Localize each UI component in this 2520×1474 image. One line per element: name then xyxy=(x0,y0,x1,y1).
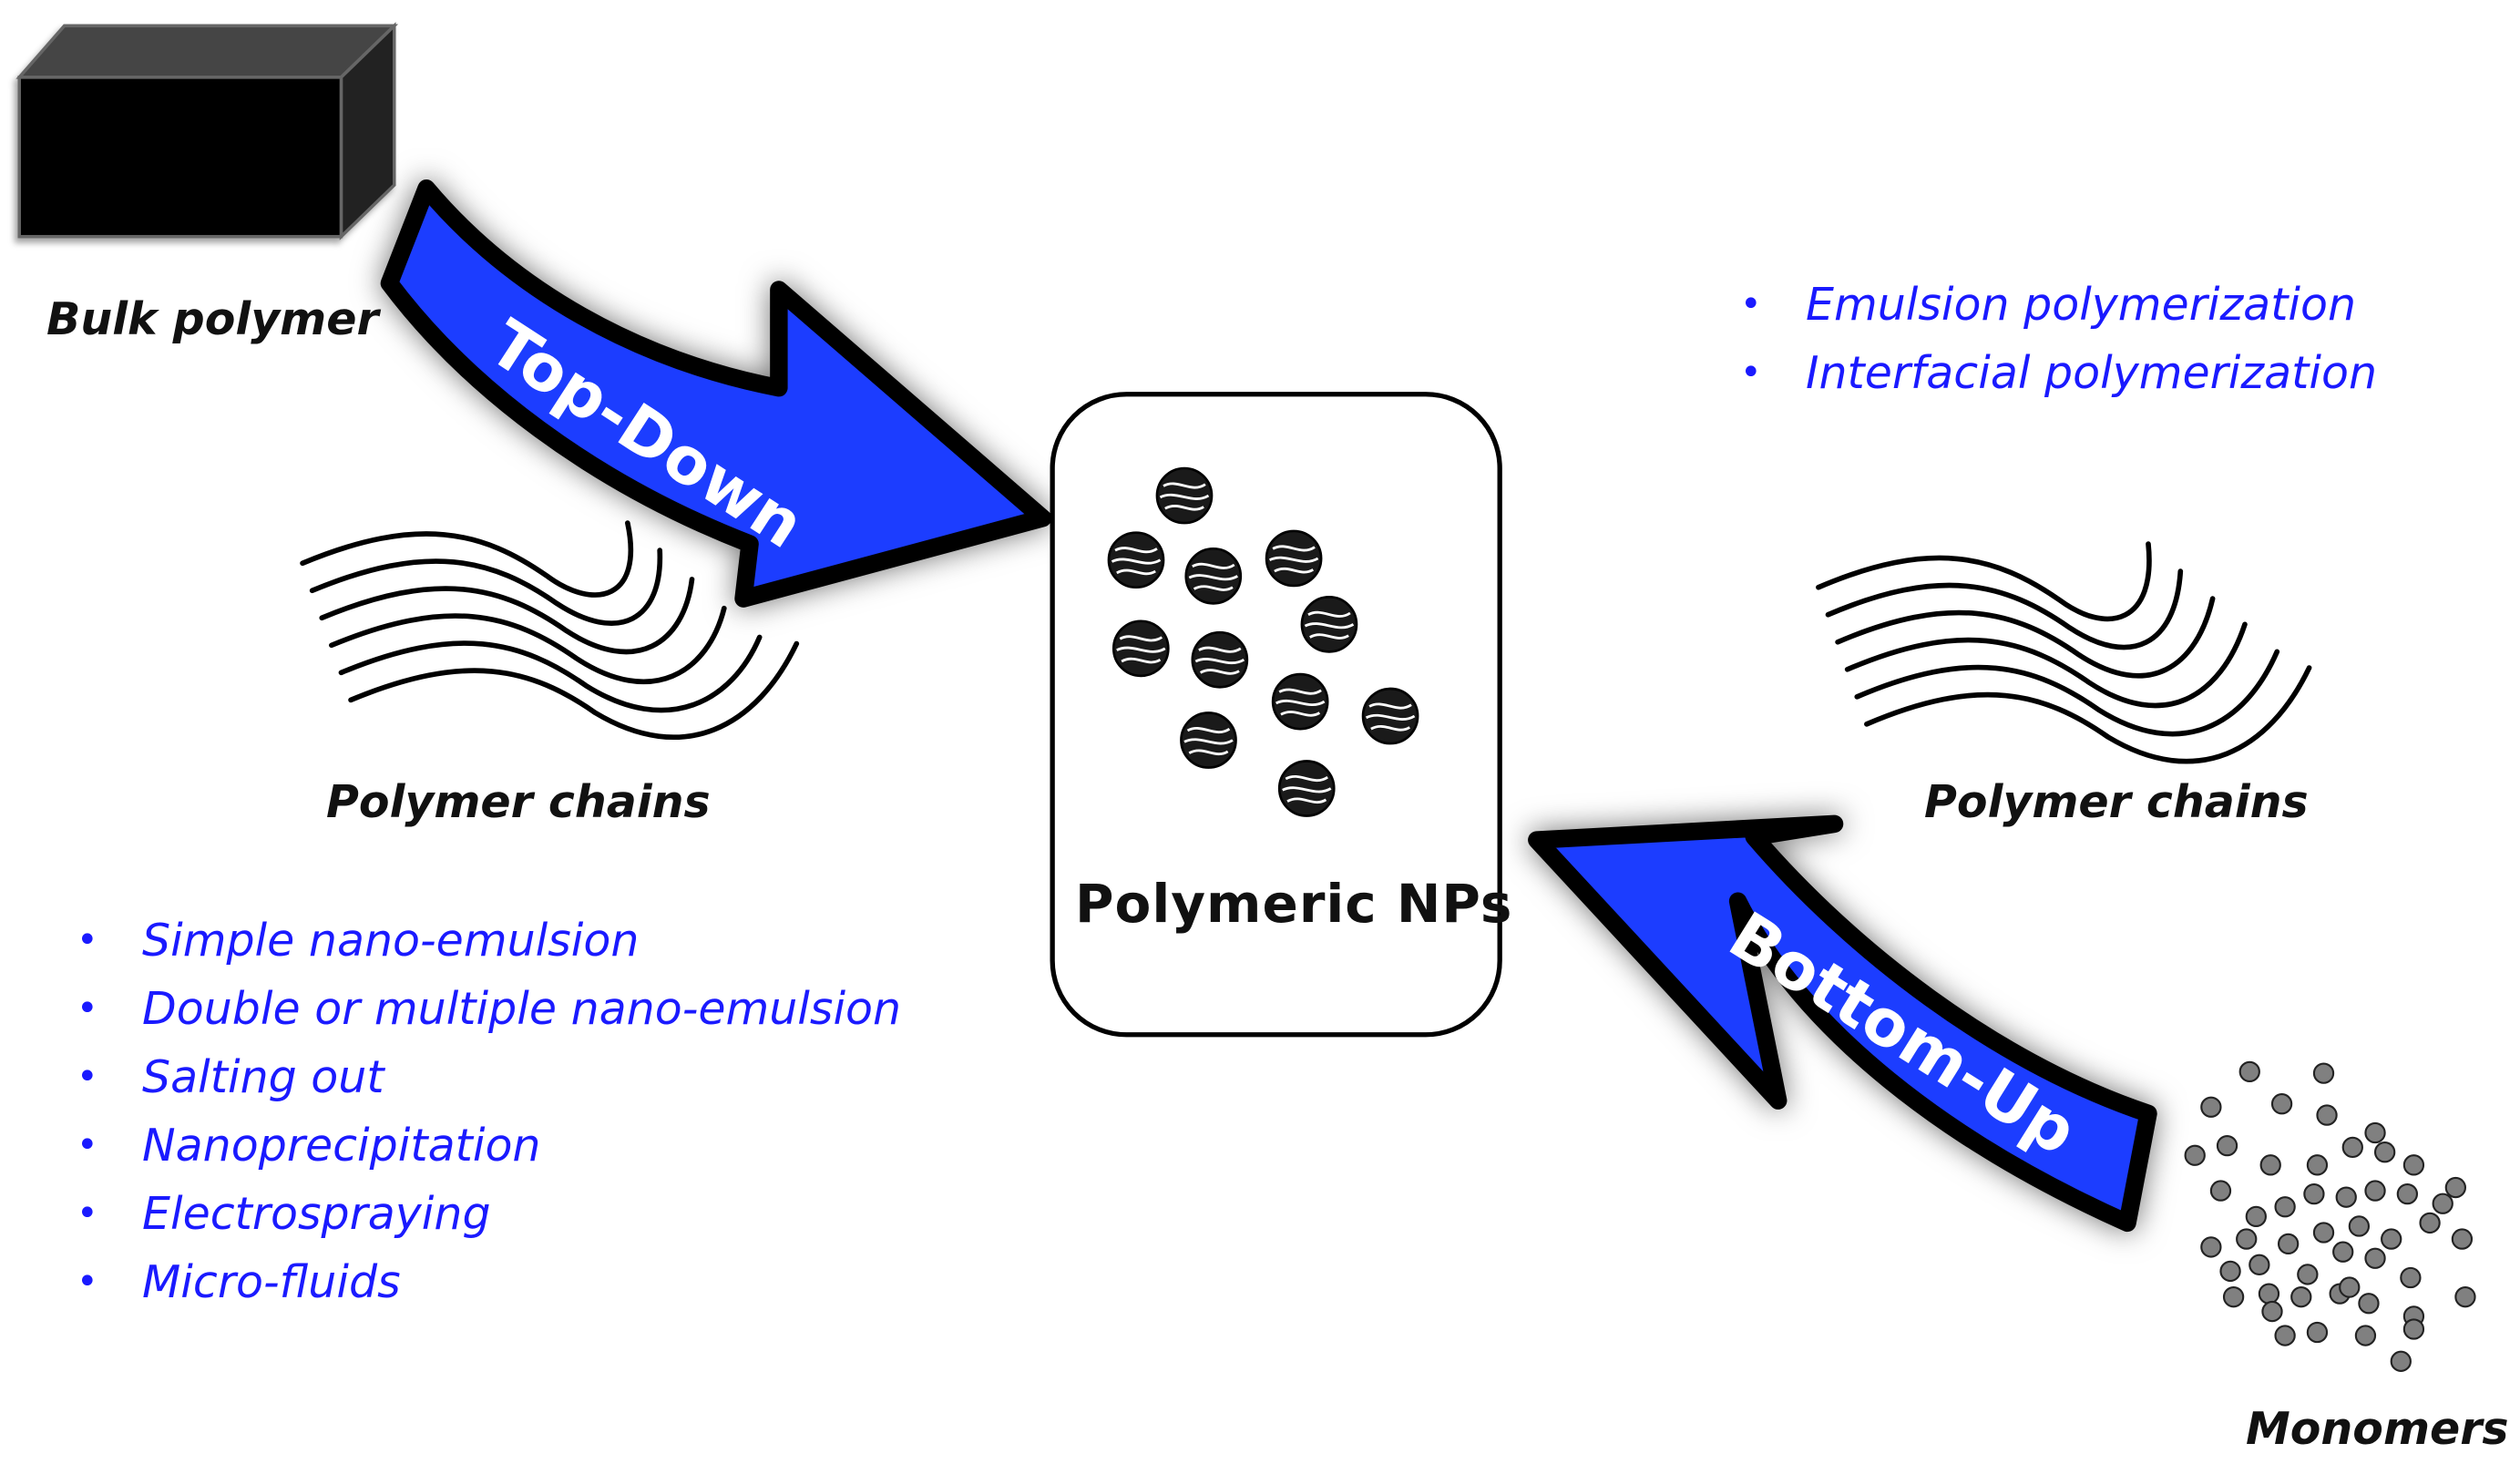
monomer-dot xyxy=(2332,1241,2354,1263)
monomer-dot xyxy=(2419,1212,2441,1234)
monomer-dot xyxy=(2312,1062,2335,1084)
top-down-methods-list: Simple nano-emulsion Double or multiple … xyxy=(77,906,901,1316)
monomer-dot xyxy=(2277,1233,2300,1255)
monomer-dot xyxy=(2316,1104,2338,1126)
nanoparticle-icon xyxy=(1361,687,1419,745)
monomer-dot xyxy=(2381,1228,2402,1250)
monomer-dot xyxy=(2451,1228,2474,1250)
polymer-chains-left-icon xyxy=(300,520,800,740)
monomer-dot xyxy=(2216,1134,2238,1157)
polymer-chains-right-icon xyxy=(1816,541,2312,764)
monomer-dot xyxy=(2238,1060,2260,1083)
nanoparticle-icon xyxy=(1265,529,1323,588)
monomer-dot xyxy=(2249,1254,2270,1275)
monomer-dot xyxy=(2339,1276,2361,1298)
monomer-dot xyxy=(2432,1193,2453,1214)
nanoparticle-cluster xyxy=(1107,466,1419,817)
nanoparticle-icon xyxy=(1191,630,1249,689)
monomer-dot xyxy=(2364,1247,2386,1269)
monomer-dot xyxy=(2261,1300,2283,1323)
nanoparticle-icon xyxy=(1155,466,1214,525)
nanoparticle-icon xyxy=(1184,548,1243,605)
list-item: Emulsion polymerization xyxy=(1740,271,2377,339)
monomer-dot xyxy=(2364,1121,2386,1144)
nanoparticle-icon xyxy=(1111,619,1170,678)
monomer-dot xyxy=(2358,1293,2380,1315)
list-item: Nanoprecipitation xyxy=(77,1111,901,1180)
monomer-dot xyxy=(2274,1325,2296,1346)
monomer-dot xyxy=(2209,1180,2232,1202)
bulk-polymer-label: Bulk polymer xyxy=(46,293,379,345)
nanoparticle-icon xyxy=(1300,596,1358,653)
monomer-dot xyxy=(2444,1176,2467,1199)
monomer-dot xyxy=(2364,1180,2386,1202)
monomer-dot xyxy=(2297,1264,2319,1285)
monomer-dot xyxy=(2348,1215,2371,1237)
list-item: Salting out xyxy=(77,1043,901,1111)
monomer-dot xyxy=(2354,1325,2377,1346)
monomer-dot xyxy=(2219,1260,2241,1283)
list-item: Simple nano-emulsion xyxy=(77,906,901,975)
monomer-dot xyxy=(2454,1286,2476,1308)
monomer-dot xyxy=(2402,1154,2425,1176)
monomer-dot xyxy=(2200,1236,2222,1258)
list-item: Micro-fluids xyxy=(77,1248,901,1316)
monomer-dot xyxy=(2236,1228,2258,1250)
monomer-dot xyxy=(2200,1096,2222,1118)
monomer-dot xyxy=(2390,1350,2412,1372)
monomer-dot xyxy=(2274,1196,2296,1218)
polymer-chains-right-label: Polymer chains xyxy=(1924,776,2309,828)
monomer-dot xyxy=(2341,1136,2363,1159)
monomer-dot xyxy=(2303,1182,2325,1205)
nanoparticle-icon xyxy=(1277,760,1336,817)
monomer-dot xyxy=(2270,1093,2293,1115)
polymer-chains-left-label: Polymer chains xyxy=(326,776,711,828)
monomers-label: Monomers xyxy=(2246,1403,2509,1455)
monomer-dot xyxy=(2306,1321,2329,1344)
monomer-dot xyxy=(2402,1318,2425,1340)
polymeric-nps-label: Polymeric NPs xyxy=(1075,873,1513,935)
monomer-dot xyxy=(2312,1222,2335,1244)
nanoparticle-icon xyxy=(1107,531,1165,589)
monomer-dot xyxy=(2259,1154,2281,1176)
monomer-dot xyxy=(2222,1286,2245,1308)
bottom-up-arrow xyxy=(1528,814,2157,1233)
monomer-dot xyxy=(2258,1283,2280,1305)
bulk-polymer-block xyxy=(15,22,399,241)
list-item: Double or multiple nano-emulsion xyxy=(77,975,901,1043)
monomer-dot xyxy=(2400,1266,2422,1289)
monomer-dot xyxy=(2373,1141,2396,1163)
top-down-arrow xyxy=(380,179,1052,608)
monomer-dot xyxy=(2245,1205,2267,1228)
monomer-dot xyxy=(2184,1144,2206,1166)
monomer-cluster xyxy=(2184,1060,2476,1372)
list-item: Electrospraying xyxy=(77,1180,901,1248)
nanoparticle-icon xyxy=(1180,711,1237,769)
monomer-dot xyxy=(2306,1154,2329,1176)
monomer-dot xyxy=(2290,1286,2312,1308)
monomer-dot xyxy=(2335,1186,2357,1208)
monomer-dot xyxy=(2396,1182,2419,1205)
bottom-up-methods-list: Emulsion polymerization Interfacial poly… xyxy=(1740,271,2377,407)
nanoparticle-icon xyxy=(1271,672,1329,731)
list-item: Interfacial polymerization xyxy=(1740,339,2377,407)
